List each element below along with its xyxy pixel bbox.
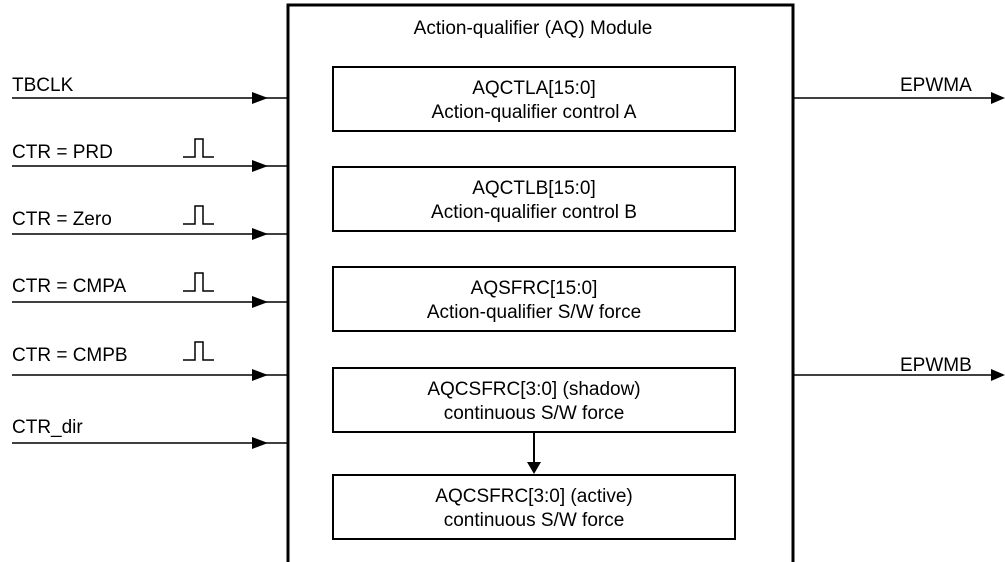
register-name: AQCSFRC[3:0] (shadow): [427, 379, 640, 400]
input-ctr-cmpb: CTR = CMPB: [12, 341, 288, 381]
input-label: CTR = PRD: [12, 142, 113, 163]
register-description: Action-qualifier control A: [432, 102, 637, 123]
register-description: continuous S/W force: [444, 510, 625, 531]
output-epwma: EPWMA: [793, 75, 1005, 104]
arrow-icon: [252, 228, 268, 240]
input-tbclk: TBCLK: [12, 75, 288, 104]
input-label: CTR = Zero: [12, 209, 112, 230]
arrow-icon: [252, 437, 268, 449]
register-name: AQCSFRC[3:0] (active): [435, 486, 632, 507]
register-description: Action-qualifier S/W force: [427, 302, 641, 323]
register-name: AQCTLB[15:0]: [472, 178, 596, 199]
module-outline: [286, 3, 795, 562]
shadow-to-active-arrow: [527, 432, 541, 474]
register-name: AQCTLA[15:0]: [472, 78, 596, 99]
input-ctr-dir: CTR_dir: [12, 417, 288, 449]
register-aqcsfrc-shadow: AQCSFRC[3:0] (shadow) continuous S/W for…: [332, 367, 736, 433]
register-name: AQSFRC[15:0]: [471, 278, 598, 299]
register-aqsfrc: AQSFRC[15:0] Action-qualifier S/W force: [332, 266, 736, 332]
arrow-icon: [991, 92, 1005, 104]
arrow-icon: [252, 369, 268, 381]
input-label: CTR = CMPA: [12, 276, 127, 297]
input-ctr-zero: CTR = Zero: [12, 205, 288, 240]
arrow-icon: [252, 92, 268, 104]
module-title: Action-qualifier (AQ) Module: [414, 18, 653, 39]
pulse-icon: [183, 205, 214, 225]
input-label: TBCLK: [12, 75, 74, 96]
arrow-icon: [252, 296, 268, 308]
input-ctr-cmpa: CTR = CMPA: [12, 272, 288, 308]
pulse-icon: [183, 341, 214, 361]
register-description: continuous S/W force: [444, 403, 625, 424]
input-label: CTR_dir: [12, 417, 83, 438]
register-aqctla: AQCTLA[15:0] Action-qualifier control A: [332, 66, 736, 132]
arrow-icon: [252, 160, 268, 172]
register-aqcsfrc-active: AQCSFRC[3:0] (active) continuous S/W for…: [332, 474, 736, 540]
input-label: CTR = CMPB: [12, 345, 128, 366]
pulse-icon: [183, 138, 214, 158]
pulse-icon: [183, 272, 214, 292]
arrow-icon: [991, 369, 1005, 381]
output-label: EPWMA: [900, 75, 972, 96]
output-epwmb: EPWMB: [793, 355, 1005, 381]
register-description: Action-qualifier control B: [431, 202, 637, 223]
output-label: EPWMB: [900, 355, 972, 376]
register-aqctlb: AQCTLB[15:0] Action-qualifier control B: [332, 166, 736, 232]
input-ctr-prd: CTR = PRD: [12, 138, 288, 172]
